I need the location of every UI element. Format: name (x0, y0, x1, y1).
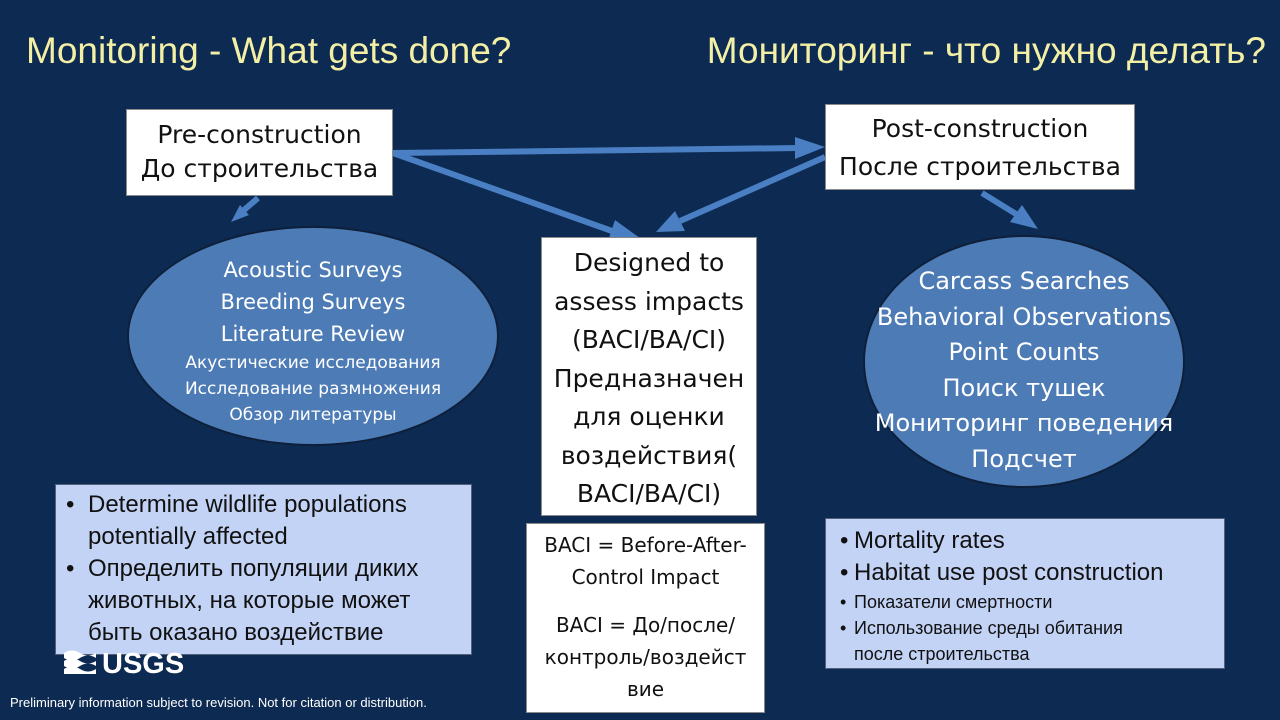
method-item: Обзор литературы (229, 405, 397, 425)
baci-line-en: BACI = Before-After- (544, 533, 747, 557)
arrow-pre-to-post (392, 145, 799, 156)
title-russian: Мониторинг - что нужно делать? (706, 30, 1266, 71)
list-item: • Determine wildlife populations potenti… (66, 491, 407, 550)
usgs-logo-text: USGS (102, 649, 184, 675)
list-item: • Использование среды обитания после стр… (840, 615, 1218, 667)
impact-line: assess impacts (554, 286, 744, 316)
pre-construction-box: Pre-construction До строительства (126, 109, 393, 196)
method-item: Акустические исследования (185, 353, 441, 373)
method-item: Исследование размножения (184, 379, 442, 399)
post-construction-label-en: Post-construction (871, 114, 1089, 143)
impact-line: воздействия( (560, 440, 738, 470)
impact-line: для оценки (573, 402, 725, 431)
bullet: • (840, 618, 847, 638)
arrowhead-post-to-methods (1010, 205, 1038, 229)
impact-line: Предназначен (553, 363, 745, 393)
arrow-pre-to-methods (242, 195, 260, 213)
arrow-post-to-impact (678, 154, 827, 224)
disclaimer-text: Preliminary information subject to revis… (10, 695, 427, 710)
bullet: • (840, 527, 849, 554)
bullet: • (840, 592, 847, 612)
method-item: Мониторинг поведения (874, 409, 1174, 437)
arrowhead-post-to-impact (656, 211, 685, 232)
list-item: • Показатели смертности (840, 589, 1218, 615)
post-construction-label-ru: После строительства (839, 152, 1121, 181)
list-item: • Определить популяции диких животных, н… (66, 555, 419, 646)
baci-line-en: Control Impact (571, 565, 720, 589)
pre-construction-label-ru: До строительства (140, 154, 379, 183)
arrow-post-to-methods (980, 190, 1018, 217)
list-item: • Habitat use post construction (840, 557, 1218, 589)
method-item: Point Counts (948, 338, 1100, 366)
usgs-logo: USGS (64, 649, 184, 675)
method-item: Acoustic Surveys (223, 258, 403, 282)
method-item: Literature Review (220, 322, 406, 346)
pre-construction-goals-note: • Determine wildlife populations potenti… (55, 484, 472, 655)
impact-line: (BACI/BA/CI) (571, 325, 727, 354)
impact-line: BACI/BA/CI) (576, 479, 722, 508)
arrow-pre-to-impact (391, 150, 614, 234)
impact-assessment-box: Designed to assess impacts (BACI/BA/CI) … (541, 237, 757, 516)
baci-definition-box: BACI = Before-After- Control Impact BACI… (526, 523, 765, 713)
method-item: Подсчет (971, 444, 1077, 473)
bullet: • (66, 491, 75, 518)
pre-construction-methods-ellipse: Acoustic Surveys Breeding Surveys Litera… (127, 226, 499, 446)
bullet: • (840, 559, 849, 586)
post-construction-goals-note: • Mortality rates • Habitat use post con… (825, 518, 1225, 669)
title-english: Monitoring - What gets done? (26, 30, 512, 71)
method-item: Поиск тушек (942, 373, 1106, 402)
method-item: Carcass Searches (918, 267, 1130, 295)
baci-line-ru: BACI = До/после/ (555, 613, 736, 637)
arrowhead-pre-to-post (795, 137, 825, 159)
post-construction-box: Post-construction После строительства (825, 104, 1135, 190)
arrowhead-pre-to-methods (231, 205, 249, 222)
method-item: Breeding Surveys (220, 290, 406, 314)
baci-line-ru: вие (626, 677, 665, 701)
method-item: Behavioral Observations (876, 302, 1172, 331)
impact-line: Designed to (573, 248, 725, 277)
post-construction-methods-ellipse: Carcass Searches Behavioral Observations… (863, 235, 1185, 488)
bullet: • (66, 555, 75, 582)
arrowhead-pre-to-impact (608, 220, 644, 241)
pre-construction-label-en: Pre-construction (157, 120, 362, 149)
list-item: • Mortality rates (840, 525, 1218, 557)
baci-line-ru: контроль/воздейст (544, 645, 747, 669)
